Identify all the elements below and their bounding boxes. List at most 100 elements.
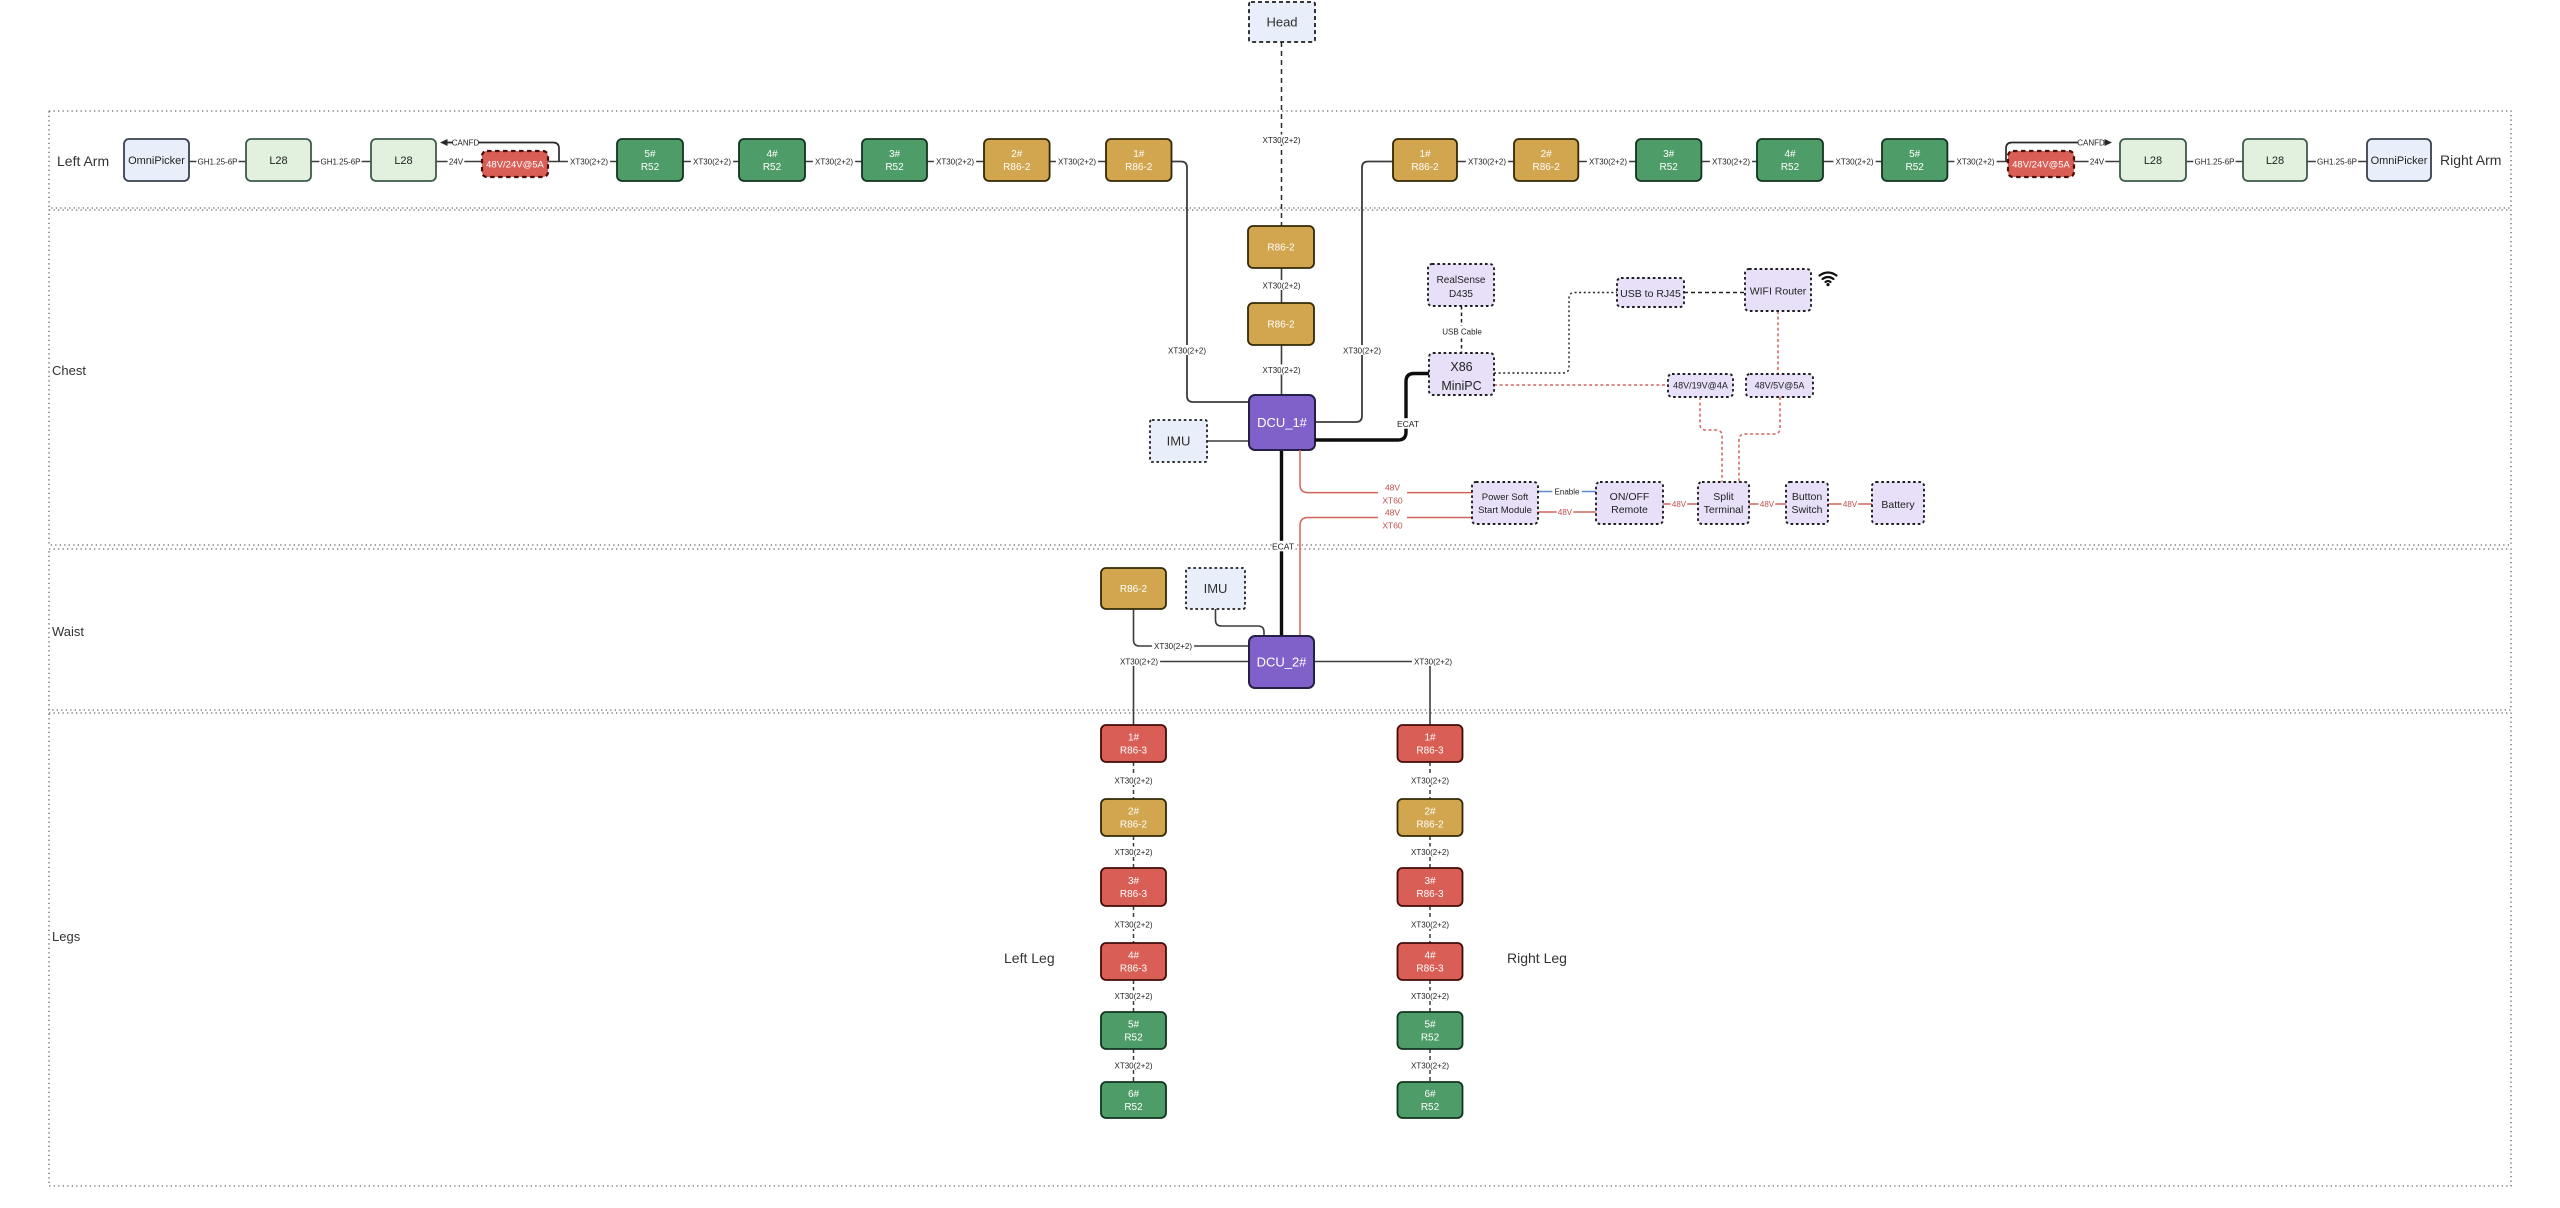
svg-text:48V: 48V (1385, 483, 1400, 493)
svg-text:L28: L28 (2144, 155, 2162, 167)
svg-text:Battery: Battery (1881, 499, 1915, 511)
svg-text:XT30(2+2): XT30(2+2) (570, 157, 608, 166)
svg-text:GH1.25-6P: GH1.25-6P (2194, 157, 2234, 166)
svg-text:XT30(2+2): XT30(2+2) (1411, 920, 1449, 929)
svg-text:XT30(2+2): XT30(2+2) (936, 157, 974, 166)
svg-text:XT30(2+2): XT30(2+2) (1411, 992, 1449, 1001)
svg-text:Power Soft: Power Soft (1482, 492, 1529, 503)
svg-text:XT30(2+2): XT30(2+2) (1956, 157, 1994, 166)
svg-text:XT30(2+2): XT30(2+2) (1120, 657, 1158, 666)
svg-text:Button: Button (1792, 491, 1823, 503)
svg-text:Left Leg: Left Leg (1004, 950, 1055, 966)
svg-text:XT30(2+2): XT30(2+2) (1114, 1061, 1152, 1070)
svg-text:R86-2: R86-2 (1533, 162, 1561, 173)
svg-text:1#: 1# (1128, 733, 1140, 744)
svg-text:L28: L28 (394, 155, 412, 167)
svg-text:GH1.25-6P: GH1.25-6P (2317, 157, 2357, 166)
svg-text:24V: 24V (449, 157, 464, 166)
svg-text:R86-3: R86-3 (1416, 746, 1444, 757)
svg-text:Terminal: Terminal (1704, 504, 1744, 516)
svg-text:USB Cable: USB Cable (1442, 327, 1482, 336)
svg-text:Enable: Enable (1555, 487, 1580, 496)
svg-text:ECAT: ECAT (1397, 419, 1419, 429)
svg-text:4#: 4# (1424, 951, 1436, 962)
svg-text:48V: 48V (1843, 500, 1858, 509)
svg-text:48V: 48V (1558, 508, 1573, 517)
svg-text:Waist: Waist (52, 624, 84, 639)
svg-text:1#: 1# (1419, 149, 1431, 160)
svg-text:D435: D435 (1449, 289, 1473, 300)
svg-text:XT30(2+2): XT30(2+2) (1835, 157, 1873, 166)
svg-text:XT30(2+2): XT30(2+2) (1114, 992, 1152, 1001)
svg-text:L28: L28 (269, 155, 287, 167)
svg-text:2#: 2# (1541, 149, 1553, 160)
svg-text:XT60: XT60 (1382, 496, 1403, 506)
svg-text:Right Leg: Right Leg (1507, 950, 1567, 966)
svg-text:48V: 48V (1385, 507, 1400, 517)
svg-text:L28: L28 (2266, 155, 2284, 167)
svg-text:Chest: Chest (52, 363, 86, 378)
svg-text:1#: 1# (1424, 733, 1436, 744)
svg-text:Head: Head (1266, 15, 1297, 30)
svg-text:48V/5V@5A: 48V/5V@5A (1755, 381, 1805, 391)
svg-text:XT30(2+2): XT30(2+2) (1114, 776, 1152, 785)
svg-text:R52: R52 (1124, 1102, 1143, 1113)
svg-text:5#: 5# (1424, 1020, 1436, 1031)
svg-text:R86-2: R86-2 (1125, 162, 1153, 173)
svg-text:R86-2: R86-2 (1003, 162, 1031, 173)
svg-text:XT30(2+2): XT30(2+2) (1154, 642, 1192, 651)
svg-text:R86-2: R86-2 (1267, 320, 1295, 331)
svg-text:XT30(2+2): XT30(2+2) (1468, 157, 1506, 166)
svg-text:XT30(2+2): XT30(2+2) (1262, 281, 1300, 290)
svg-text:R86-3: R86-3 (1120, 964, 1148, 975)
svg-text:R52: R52 (641, 162, 660, 173)
svg-text:R86-2: R86-2 (1267, 243, 1295, 254)
svg-text:2#: 2# (1011, 149, 1023, 160)
svg-text:4#: 4# (1784, 149, 1796, 160)
svg-text:DCU_1#: DCU_1# (1257, 415, 1308, 430)
svg-text:XT30(2+2): XT30(2+2) (1712, 157, 1750, 166)
svg-text:R86-3: R86-3 (1120, 746, 1148, 757)
svg-text:Split: Split (1713, 491, 1734, 503)
svg-text:4#: 4# (1128, 951, 1140, 962)
svg-text:5#: 5# (644, 149, 656, 160)
svg-text:48V/24V@5A: 48V/24V@5A (2012, 159, 2070, 170)
svg-text:5#: 5# (1128, 1020, 1140, 1031)
svg-text:48V/19V@4A: 48V/19V@4A (1673, 381, 1728, 391)
svg-text:XT30(2+2): XT30(2+2) (693, 157, 731, 166)
svg-text:R86-2: R86-2 (1120, 584, 1148, 595)
svg-text:R52: R52 (1421, 1102, 1440, 1113)
svg-text:R52: R52 (885, 162, 904, 173)
svg-text:R52: R52 (1906, 162, 1925, 173)
svg-text:R86-3: R86-3 (1120, 889, 1148, 900)
svg-text:CANFD: CANFD (452, 138, 480, 147)
svg-text:XT30(2+2): XT30(2+2) (1343, 346, 1381, 355)
svg-text:3#: 3# (889, 149, 901, 160)
svg-text:4#: 4# (766, 149, 778, 160)
svg-text:3#: 3# (1128, 876, 1140, 887)
svg-text:IMU: IMU (1204, 581, 1228, 596)
svg-text:5#: 5# (1909, 149, 1921, 160)
svg-text:XT30(2+2): XT30(2+2) (1411, 1061, 1449, 1070)
svg-text:R52: R52 (1781, 162, 1800, 173)
svg-text:1#: 1# (1133, 149, 1145, 160)
svg-text:R52: R52 (763, 162, 782, 173)
svg-text:48V: 48V (1760, 500, 1775, 509)
svg-text:RealSense: RealSense (1437, 275, 1486, 286)
svg-text:R52: R52 (1421, 1033, 1440, 1044)
svg-text:XT30(2+2): XT30(2+2) (1262, 136, 1300, 145)
svg-text:XT30(2+2): XT30(2+2) (1414, 657, 1452, 666)
svg-text:R86-3: R86-3 (1416, 889, 1444, 900)
svg-text:XT30(2+2): XT30(2+2) (1411, 776, 1449, 785)
svg-text:ON/OFF: ON/OFF (1610, 491, 1650, 503)
svg-text:Left Arm: Left Arm (57, 153, 109, 169)
svg-text:6#: 6# (1128, 1089, 1140, 1100)
svg-text:Start Module: Start Module (1478, 505, 1532, 516)
svg-text:Remote: Remote (1611, 504, 1648, 516)
svg-text:OmniPicker: OmniPicker (128, 155, 185, 167)
svg-text:R52: R52 (1660, 162, 1679, 173)
svg-text:2#: 2# (1128, 807, 1140, 818)
svg-text:R86-2: R86-2 (1120, 820, 1148, 831)
svg-text:R86-3: R86-3 (1416, 964, 1444, 975)
svg-text:XT30(2+2): XT30(2+2) (1058, 157, 1096, 166)
